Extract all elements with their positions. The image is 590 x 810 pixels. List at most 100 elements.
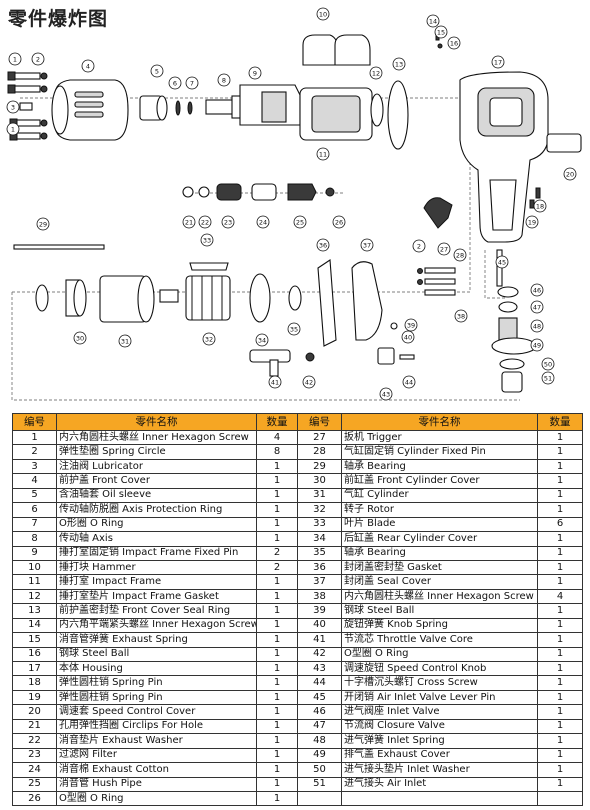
part-qty-cell: 1 (537, 689, 583, 706)
callout-label: 21 (185, 219, 193, 227)
part-num-cell: 6 (12, 502, 57, 518)
part-num-cell: 17 (12, 660, 57, 677)
callout-marker: 16 (447, 36, 461, 50)
callout-label: 23 (224, 219, 232, 227)
part-name-cell: 开闭销 Air Inlet Valve Lever Pin (341, 689, 538, 706)
part-name-cell: 钢球 Steel Ball (56, 646, 257, 663)
callout-circle (221, 215, 235, 229)
part-num-cell: 39 (297, 603, 342, 619)
callout-marker: 10 (316, 7, 330, 21)
callout-marker: 25 (293, 215, 307, 229)
part-qty-cell: 1 (256, 617, 298, 634)
callout-marker: 13 (392, 57, 406, 71)
part-num-cell: 28 (297, 444, 342, 460)
part-qty-cell: 1 (537, 747, 583, 764)
part-name-cell: 本体 Housing (56, 660, 257, 677)
callout-label: 34 (258, 337, 266, 345)
callout-label: 44 (405, 379, 413, 387)
part-qty-cell: 1 (537, 473, 583, 489)
part-num-cell: 26 (12, 790, 57, 807)
part-num-cell: 12 (12, 588, 57, 605)
callout-circle (150, 64, 164, 78)
part-qty-cell: 1 (537, 718, 583, 735)
callout-circle (401, 330, 415, 344)
part-num-cell: 19 (12, 689, 57, 706)
rotor-group (159, 262, 231, 321)
callout-circle (434, 25, 448, 39)
column-header: 编号 (12, 413, 57, 431)
part-num-cell: 31 (297, 487, 342, 504)
callout-label: 2 (417, 243, 421, 251)
part-name-cell: 捶打块 Hammer (56, 559, 257, 576)
part-qty-cell: 1 (256, 502, 298, 518)
callout-label: 5 (155, 68, 159, 76)
callout-marker: 24 (256, 215, 270, 229)
callout-circle (6, 100, 20, 114)
part-num-cell: 32 (297, 502, 342, 518)
column-header: 编号 (297, 413, 342, 431)
callout-circle (202, 332, 216, 346)
callout-circle (293, 215, 307, 229)
callout-label: 42 (305, 379, 313, 387)
callout-marker: 35 (287, 322, 301, 336)
callout-label: 50 (544, 361, 552, 369)
part-name-cell: 进气接头垫片 Inlet Washer (341, 762, 538, 778)
part-name-cell: 节流阀 Closure Valve (341, 718, 538, 735)
callout-circle (360, 238, 374, 252)
part-qty-cell: 1 (537, 603, 583, 619)
gasket-and-seal (370, 80, 409, 150)
callout-label: 38 (457, 313, 465, 321)
callout-circle (31, 52, 45, 66)
callout-marker: 2 (412, 239, 426, 253)
part-qty-cell: 6 (537, 516, 583, 533)
part-num-cell: 3 (12, 458, 57, 475)
part-name-cell: 轴承 Bearing (341, 458, 538, 475)
part-num-cell: 18 (12, 675, 57, 691)
part-name-cell: 过滤网 Filter (56, 747, 257, 764)
callout-marker: 45 (495, 255, 509, 269)
part-qty-cell: 1 (256, 689, 298, 706)
part-name-cell: 钢球 Steel Ball (341, 603, 538, 619)
callout-circle (36, 217, 50, 231)
part-name-cell: 含油轴套 Oil sleeve (56, 487, 257, 504)
callout-circle (200, 233, 214, 247)
page-title: 零件爆炸图 (8, 8, 109, 30)
part-qty-cell: 1 (537, 733, 583, 749)
callout-marker: 18 (533, 199, 547, 213)
part-num-cell: 14 (12, 617, 57, 634)
callout-circle (316, 7, 330, 21)
callout-label: 7 (190, 80, 194, 88)
callout-marker: 20 (563, 167, 577, 181)
part-name-cell: 内六角圆柱头螺丝 Inner Hexagon Screw (341, 588, 538, 605)
part-num-cell: 23 (12, 747, 57, 764)
part-num-cell: 1 (12, 429, 57, 446)
callout-label: 22 (201, 219, 209, 227)
callout-label: 47 (533, 304, 541, 312)
part-name-cell: 弹性垫圈 Spring Circle (56, 444, 257, 460)
callout-marker: 8 (217, 73, 231, 87)
callout-label: 24 (259, 219, 267, 227)
part-qty-cell: 1 (256, 516, 298, 533)
callout-marker: 2 (31, 52, 45, 66)
callout-label: 29 (39, 221, 47, 229)
callout-circle (453, 248, 467, 262)
part-qty-cell: 1 (537, 444, 583, 460)
part-num-cell: 41 (297, 632, 342, 648)
part-qty-cell: 2 (256, 545, 298, 561)
part-num-cell: 45 (297, 689, 342, 706)
part-qty-cell: 1 (256, 588, 298, 605)
part-qty-cell: 1 (537, 704, 583, 720)
part-name-cell (341, 790, 538, 807)
part-qty-cell: 1 (537, 559, 583, 576)
part-name-cell: O型圈 O Ring (341, 646, 538, 663)
part-num-cell: 35 (297, 545, 342, 561)
callout-marker: 37 (360, 238, 374, 252)
part-num-cell: 47 (297, 718, 342, 735)
part-qty-cell (537, 790, 583, 807)
table-header-row: 编号 零件名称 数量 编号 零件名称 数量 (12, 413, 583, 431)
part-qty-cell: 1 (537, 429, 583, 446)
